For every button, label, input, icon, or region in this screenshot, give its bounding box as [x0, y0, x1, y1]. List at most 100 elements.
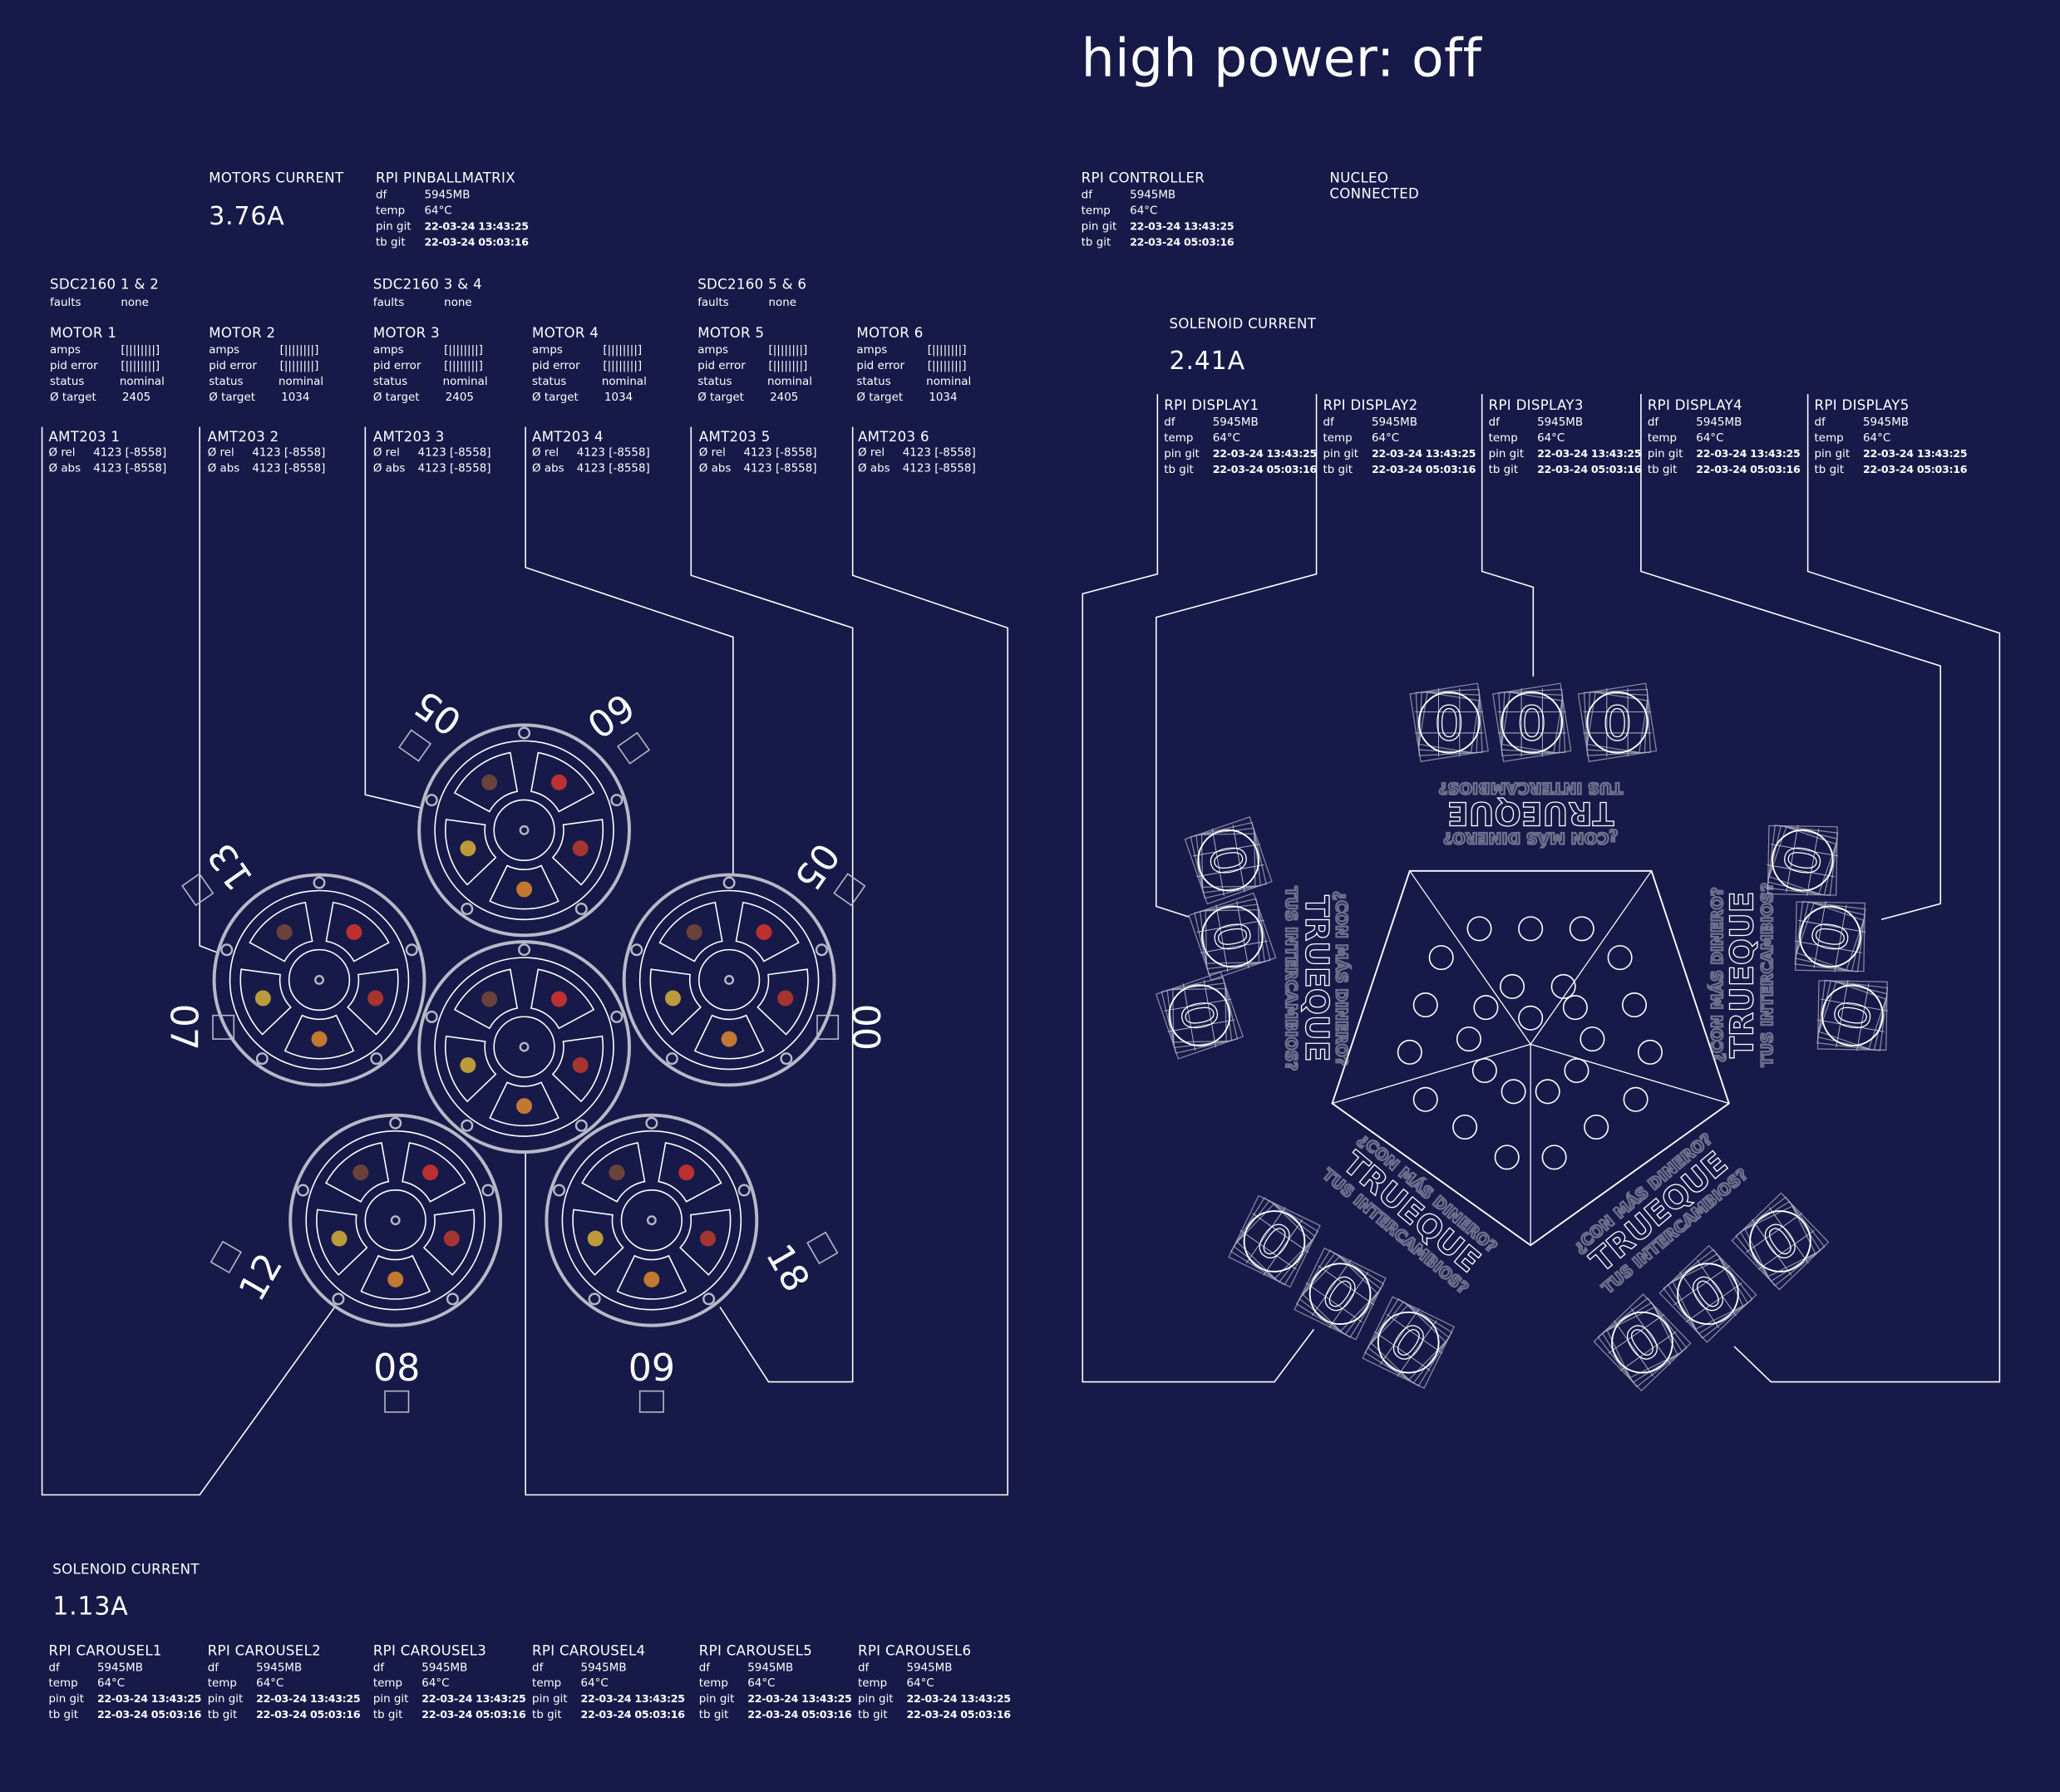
station-8: 18	[757, 1231, 839, 1299]
rpi-display-3-title: RPI DISPLAY3	[1488, 397, 1584, 414]
logo-tagline: TUS INTERCAMBIOS?	[1282, 887, 1300, 1071]
driver-1-title: SDC2160 1 & 2	[50, 277, 160, 293]
rpi-pinballmatrix-temp-label: temp	[375, 204, 406, 219]
rpi-display-4-tb_git-value: 22-03-24 05:03:16	[1696, 463, 1801, 476]
score-display-3: 0	[1577, 682, 1658, 762]
motor-4-amps-value: [||||||||]	[603, 344, 643, 357]
rpi-controller-temp-label: temp	[1081, 204, 1111, 219]
fruit-icon	[367, 990, 384, 1007]
fruit-icon	[516, 881, 533, 898]
pop-bumper	[1500, 973, 1525, 999]
score-display-5: 0	[1188, 892, 1277, 981]
encoder-4-abs-label: Ø abs	[532, 462, 564, 476]
rpi-display-3-pin_git-value: 22-03-24 13:43:25	[1537, 447, 1642, 460]
fruit-icon	[550, 991, 567, 1007]
solenoid-icon	[638, 1390, 664, 1413]
carousel-slot	[581, 1142, 646, 1203]
motor-4-status-label: status	[532, 375, 567, 389]
wire-1	[41, 426, 345, 1496]
motor-5-pid_error-value: [||||||||]	[768, 360, 808, 373]
score-display-9: 0	[1816, 979, 1889, 1051]
carousel-slot	[422, 1209, 476, 1276]
rpi-carousel-2-tb_git-value: 22-03-24 05:03:16	[256, 1709, 361, 1721]
rpi-display-3-temp-label: temp	[1488, 431, 1518, 446]
rpi-display-2-temp-value: 64°C	[1371, 431, 1400, 446]
pop-bumper	[1456, 1026, 1481, 1052]
carousel-slot	[658, 901, 723, 962]
wire-10	[1640, 394, 1942, 921]
rpi-carousel-4-df-label: df	[532, 1662, 544, 1676]
rpi-pinballmatrix-df-value: 5945MB	[424, 189, 471, 203]
rpi-carousel-3-df-label: df	[372, 1662, 385, 1676]
carousel-slot	[756, 968, 809, 1036]
rpi-pinballmatrix-tb_git-label: tb git	[375, 236, 406, 250]
motor-5-target-value: 2405	[770, 391, 799, 405]
rpi-display-1-df-value: 5945MB	[1212, 416, 1259, 430]
motor-1-target-value: 2405	[121, 391, 151, 405]
rpi-carousel-1-df-value: 5945MB	[96, 1662, 143, 1676]
rpi-carousel-2-pin_git-label: pin git	[207, 1693, 244, 1706]
display-digit: 0	[1434, 697, 1464, 751]
solenoid-icon	[181, 873, 214, 907]
fruit-icon	[387, 1271, 404, 1287]
solenoid-current-right-label: SOLENOID CURRENT	[1169, 316, 1317, 332]
rpi-display-3-df-label: df	[1488, 416, 1500, 430]
carousel-slot	[530, 968, 595, 1030]
motors-current-value: 3.76A	[209, 202, 285, 232]
rpi-carousel-3-tb_git-label: tb git	[372, 1709, 403, 1722]
driver-3-faults-value: none	[768, 297, 797, 310]
solenoid-icon	[384, 1390, 410, 1413]
pop-bumper	[1623, 1086, 1648, 1112]
motor-2-target-value: 1034	[281, 391, 310, 405]
rpi-display-2-title: RPI DISPLAY2	[1323, 397, 1418, 414]
rpi-carousel-1-pin_git-value: 22-03-24 13:43:25	[96, 1693, 202, 1706]
carousel-slot	[551, 1035, 604, 1103]
fruit-icon	[721, 1031, 737, 1047]
encoder-5-abs-value: 4123 [-8558]	[743, 462, 817, 476]
fruit-icon	[587, 1230, 604, 1247]
rpi-carousel-5-df-value: 5945MB	[747, 1662, 794, 1676]
fruit-icon	[276, 923, 293, 940]
rpi-display-1-tb_git-label: tb git	[1164, 463, 1194, 477]
motor-6-status-label: status	[856, 375, 891, 389]
motor-4-amps-label: amps	[532, 344, 563, 357]
motor-3-title: MOTOR 3	[372, 325, 440, 342]
encoder-5-abs-label: Ø abs	[698, 462, 732, 476]
pop-bumper	[1569, 916, 1594, 942]
encoder-3-title: AMT203 3	[372, 429, 445, 446]
encoder-3-rel-label: Ø rel	[372, 446, 400, 460]
motor-6-title: MOTOR 6	[856, 325, 924, 342]
carousel-slot	[402, 1142, 466, 1203]
rpi-display-1-tb_git-value: 22-03-24 05:03:16	[1212, 463, 1318, 476]
pop-bumper	[1412, 992, 1438, 1018]
rpi-carousel-3-title: RPI CAROUSEL3	[372, 1643, 487, 1660]
motor-1-amps-label: amps	[50, 344, 81, 357]
score-display-15: 0	[1731, 1192, 1830, 1291]
motor-2-pid_error-value: [||||||||]	[279, 360, 319, 373]
rpi-display-4-temp-value: 64°C	[1696, 431, 1724, 446]
rpi-carousel-4-pin_git-value: 22-03-24 13:43:25	[580, 1693, 686, 1706]
rpi-pinballmatrix-pin_git-label: pin git	[375, 220, 412, 234]
motor-3-target-value: 2405	[445, 391, 474, 405]
rpi-carousel-1-tb_git-label: tb git	[48, 1709, 79, 1722]
fruit-icon	[550, 774, 567, 790]
score-display-1: 0	[1409, 682, 1489, 762]
fruit-icon	[460, 1057, 476, 1074]
solenoid-icon	[209, 1240, 242, 1274]
encoder-3-abs-label: Ø abs	[372, 462, 406, 476]
rpi-carousel-6-pin_git-label: pin git	[858, 1693, 894, 1706]
rpi-carousel-2-temp-value: 64°C	[256, 1677, 284, 1691]
station-number: 18	[757, 1238, 817, 1299]
pop-bumper	[1579, 1026, 1605, 1052]
score-display-2: 0	[1492, 682, 1572, 762]
rpi-display-3-temp-value: 64°C	[1537, 431, 1565, 446]
pop-bumper	[1473, 995, 1499, 1021]
fruit-icon	[460, 840, 476, 857]
carousel-slot	[325, 1142, 390, 1203]
encoder-5-rel-label: Ø rel	[698, 446, 726, 460]
nucleo-label: NUCLEO	[1329, 170, 1389, 187]
carousel-2	[212, 873, 426, 1087]
rpi-carousel-4-temp-label: temp	[532, 1677, 562, 1691]
display-digit: 0	[1801, 918, 1860, 957]
rpi-pinballmatrix-title: RPI PINBALLMATRIX	[375, 170, 515, 187]
